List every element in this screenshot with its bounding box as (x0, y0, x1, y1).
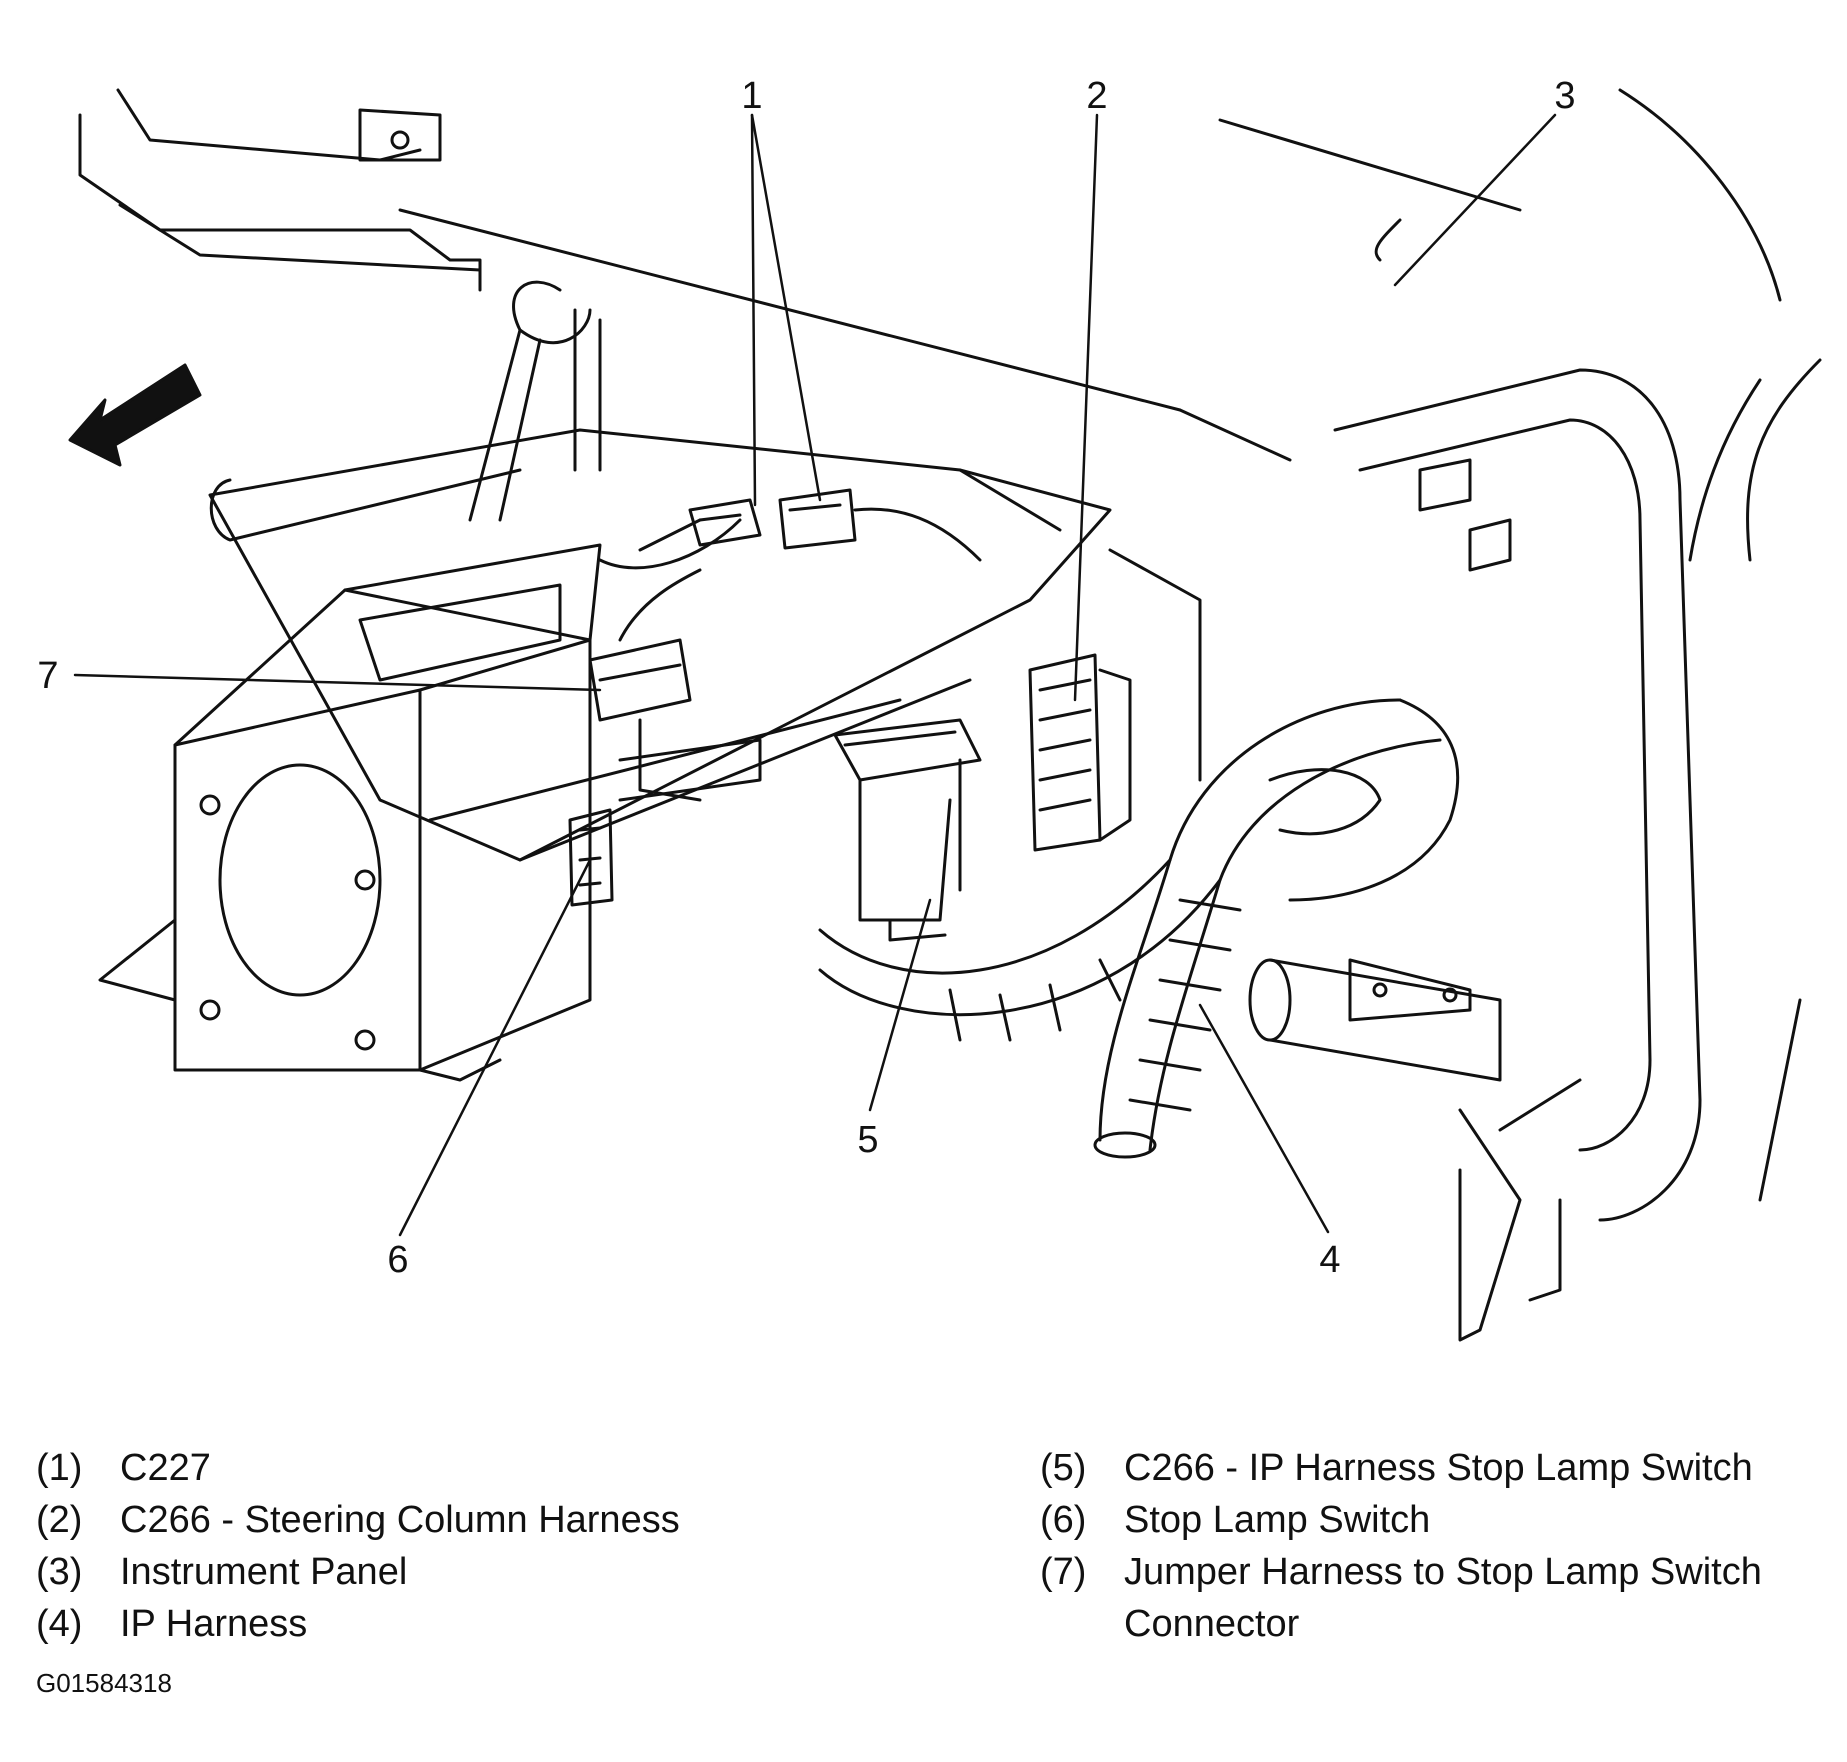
dashboard-line-drawing: 1 2 3 4 5 6 7 (37, 75, 1822, 1342)
legend-item: (7) Jumper Harness to Stop Lamp Switch C… (1040, 1546, 1824, 1650)
leader-2 (1073, 113, 1099, 702)
figure-id: G01584318 (36, 1668, 172, 1698)
leader-4 (1198, 1003, 1330, 1234)
connector-c266-column (1028, 548, 1202, 852)
leader-1a (750, 113, 757, 507)
legend-number: (7) (1040, 1551, 1087, 1593)
callout-4: 4 (1319, 1239, 1340, 1281)
direction-arrow (68, 363, 202, 467)
legend-text: Instrument Panel (120, 1551, 408, 1593)
connector-c227 (688, 488, 982, 562)
connector-c266-ip (833, 718, 982, 942)
left-harness (468, 280, 602, 522)
callout-7: 7 (37, 655, 58, 697)
callout-1: 1 (741, 75, 762, 117)
legend-number: (1) (36, 1447, 83, 1489)
jumper-connector (588, 568, 702, 802)
legend-item: (4) IP Harness (36, 1598, 680, 1650)
lower-column-tube (1248, 958, 1502, 1082)
legend-number: (2) (36, 1499, 83, 1541)
legend-text: Jumper Harness to Stop Lamp Switch Conne… (1124, 1551, 1762, 1645)
column-housing (98, 543, 602, 1082)
stop-lamp-switch (568, 738, 762, 907)
leader-3 (1393, 113, 1557, 287)
ip-harness (818, 698, 1460, 1159)
legend-item: (2) C266 - Steering Column Harness (36, 1494, 680, 1546)
legend-text: C266 - IP Harness Stop Lamp Switch (1124, 1447, 1753, 1489)
legend-item: (3) Instrument Panel (36, 1546, 680, 1598)
legend-item: (6) Stop Lamp Switch (1040, 1494, 1824, 1546)
legend-item: (1) C227 (36, 1442, 680, 1494)
callout-labels: 1 2 3 4 5 6 7 (37, 75, 1575, 1281)
legend-text: IP Harness (120, 1603, 308, 1645)
leader-1b (750, 113, 822, 502)
legend-left: (1) C227 (2) C266 - Steering Column Harn… (36, 1442, 680, 1650)
instrument-panel (1218, 88, 1822, 1342)
leader-lines (73, 113, 1557, 1237)
callout-3: 3 (1554, 75, 1575, 117)
leader-6 (398, 858, 592, 1237)
legend-number: (6) (1040, 1499, 1087, 1541)
callout-5: 5 (857, 1119, 878, 1161)
dash-top-bracket (78, 88, 1292, 462)
legend-number: (4) (36, 1603, 83, 1645)
legend-text: C227 (120, 1447, 211, 1489)
legend-number: (3) (36, 1551, 83, 1593)
leader-7 (73, 673, 602, 692)
legend-text: C266 - Steering Column Harness (120, 1499, 680, 1541)
callout-2: 2 (1086, 75, 1107, 117)
legend-number: (5) (1040, 1447, 1087, 1489)
legend-item: (5) C266 - IP Harness Stop Lamp Switch (1040, 1442, 1824, 1494)
callout-6: 6 (387, 1239, 408, 1281)
leader-5 (868, 898, 932, 1112)
legend-text: Stop Lamp Switch (1124, 1499, 1431, 1541)
legend-right: (5) C266 - IP Harness Stop Lamp Switch (… (1040, 1442, 1824, 1650)
